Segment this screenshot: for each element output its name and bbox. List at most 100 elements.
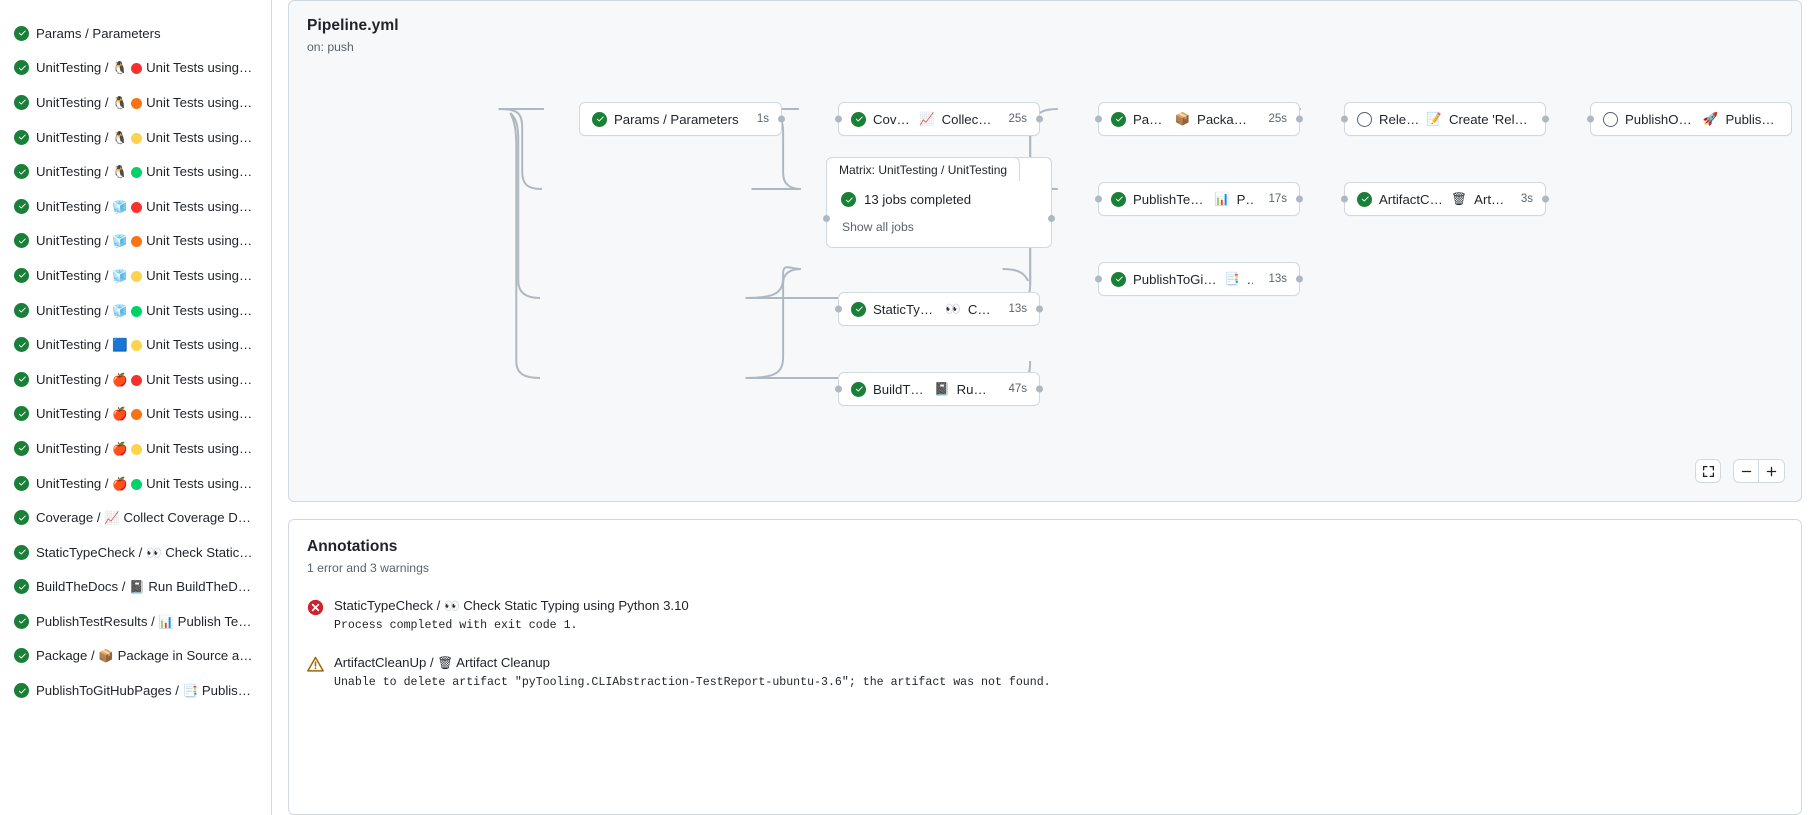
success-icon	[1111, 271, 1126, 287]
matrix-summary-row[interactable]: 13 jobs completed	[823, 192, 1055, 222]
version-dot-icon	[131, 167, 143, 179]
sidebar-job-item[interactable]: UnitTesting / 🟦 Unit Tests using Pyth...	[6, 327, 265, 362]
sidebar-job-item[interactable]: UnitTesting / 🧊 Unit Tests using Pyth...	[6, 224, 265, 259]
sidebar-job-label: UnitTesting / 🍎 Unit Tests using Pyth...	[36, 441, 254, 456]
node-label-2: Chec...	[967, 301, 994, 317]
job-os-icon: 📈	[104, 511, 120, 526]
node-handle-left	[1095, 275, 1102, 283]
sidebar-job-item[interactable]: UnitTesting / 🐧 Unit Tests using Pyth...	[6, 85, 265, 120]
sidebar-job-item[interactable]: Params / Parameters	[6, 16, 265, 51]
sidebar-job-item[interactable]: Coverage / 📈 Collect Coverage Data usi..…	[6, 500, 265, 535]
sidebar-job-item[interactable]: UnitTesting / 🐧 Unit Tests using Pyth...	[6, 154, 265, 189]
sidebar-job-item[interactable]: UnitTesting / 🍎 Unit Tests using Pyth...	[6, 466, 265, 501]
success-icon	[14, 579, 29, 595]
graph-node-publish-test-results[interactable]: PublishTestResults / 📊 Pu... 17s	[1095, 182, 1303, 216]
sidebar-job-item[interactable]: UnitTesting / 🍎 Unit Tests using Pyth...	[6, 362, 265, 397]
job-os-icon: 🐧	[112, 95, 128, 110]
job-step-name: Unit Tests using Pyth...	[146, 129, 254, 145]
graph-node-coverage[interactable]: Coverage / 📈 Collect Cove... 25s	[835, 102, 1043, 136]
job-step-name: Unit Tests using Pyth...	[146, 302, 254, 318]
node-label-2: Package in So...	[1197, 111, 1253, 127]
node-handle-left	[1587, 115, 1594, 123]
annotation-job-icon: 👀	[443, 599, 460, 613]
sidebar-job-item[interactable]: UnitTesting / 🍎 Unit Tests using Pyth...	[6, 397, 265, 432]
job-os-icon: 🧊	[112, 234, 128, 249]
success-icon	[592, 111, 607, 127]
node-label: ArtifactCleanUp /	[1379, 191, 1444, 207]
node-label: PublishToGitHubPages /	[1133, 271, 1217, 287]
node-handle-right	[1296, 195, 1303, 203]
sidebar-job-label: Package / 📦 Package in Source and Wh...	[36, 648, 254, 663]
node-handle-left	[823, 215, 830, 222]
job-step-name: Run BuildTheDocs	[148, 579, 254, 595]
success-icon	[14, 440, 29, 456]
sidebar-job-item[interactable]: UnitTesting / 🐧 Unit Tests using Pyth...	[6, 120, 265, 155]
sidebar-job-item[interactable]: BuildTheDocs / 📓 Run BuildTheDocs	[6, 570, 265, 605]
chart-increasing-icon: 📈	[919, 111, 935, 126]
sidebar-job-item[interactable]: UnitTesting / 🧊 Unit Tests using Pyth...	[6, 189, 265, 224]
rocket-icon: 🚀	[1702, 111, 1719, 126]
matrix-group-unittesting[interactable]: Matrix: UnitTesting / UnitTesting 13 job…	[823, 157, 1055, 248]
success-icon	[851, 301, 866, 317]
job-step-name: Unit Tests using Pyth...	[146, 233, 254, 249]
sidebar-job-item[interactable]: Package / 📦 Package in Source and Wh...	[6, 639, 265, 674]
version-dot-icon	[131, 201, 143, 213]
sidebar-job-item[interactable]: UnitTesting / 🍎 Unit Tests using Pyth...	[6, 431, 265, 466]
graph-node-static-type-check[interactable]: StaticTypeCheck / 👀 Chec... 13s	[835, 292, 1043, 326]
job-name: UnitTesting /	[36, 440, 113, 456]
sidebar-job-label: UnitTesting / 🟦 Unit Tests using Pyth...	[36, 337, 254, 352]
zoom-out-button[interactable]	[1733, 459, 1759, 483]
node-label-2: Artifac...	[1474, 191, 1506, 207]
node-handle-left	[1341, 115, 1348, 123]
sidebar-job-item[interactable]: UnitTesting / 🧊 Unit Tests using Pyth...	[6, 293, 265, 328]
sidebar-job-item[interactable]: UnitTesting / 🧊 Unit Tests using Pyth...	[6, 258, 265, 293]
show-all-jobs-link[interactable]: Show all jobs	[842, 220, 914, 234]
workflow-graph-card: Pipeline.yml on: push	[288, 0, 1802, 502]
version-dot-icon	[131, 478, 143, 490]
sidebar-job-label: UnitTesting / 🧊 Unit Tests using Pyth...	[36, 233, 254, 248]
annotation-item[interactable]: StaticTypeCheck / 👀 Check Static Typing …	[307, 597, 1783, 632]
graph-node-build-the-docs[interactable]: BuildTheDocs / 📓 Run Buil... 47s	[835, 372, 1043, 406]
node-label: Coverage /	[873, 111, 912, 127]
annotation-body: StaticTypeCheck / 👀 Check Static Typing …	[334, 597, 689, 632]
node-duration: 3s	[1520, 193, 1533, 205]
job-name: UnitTesting /	[36, 94, 113, 110]
sidebar-job-item[interactable]: UnitTesting / 🐧 Unit Tests using Pyth...	[6, 51, 265, 86]
graph-node-params[interactable]: Params / Parameters 1s	[579, 102, 785, 136]
job-step-name: Unit Tests using Pyth...	[146, 371, 254, 387]
job-step-name: Unit Tests using Pyth...	[146, 94, 254, 110]
job-step-name: Publish Test Resu...	[177, 613, 254, 629]
graph-node-package[interactable]: Package / 📦 Package in So... 25s	[1095, 102, 1303, 136]
success-icon	[14, 198, 29, 214]
success-icon	[851, 381, 866, 397]
job-name: Params / Parameters	[36, 25, 161, 41]
node-duration: 1s	[756, 113, 769, 125]
job-os-icon: 🍎	[112, 407, 128, 422]
success-icon	[14, 613, 29, 629]
bar-chart-icon: 📊	[1213, 191, 1230, 206]
sidebar-job-label: UnitTesting / 🍎 Unit Tests using Pyth...	[36, 406, 254, 421]
sidebar-job-item[interactable]: StaticTypeCheck / 👀 Check Static Typing.…	[6, 535, 265, 570]
success-icon	[14, 683, 29, 699]
fit-screen-button[interactable]	[1695, 459, 1721, 483]
sidebar-job-label: BuildTheDocs / 📓 Run BuildTheDocs	[36, 579, 254, 594]
graph-node-release[interactable]: Release / 📝 Create 'Release P...	[1341, 102, 1549, 136]
graph-node-publish-to-github-pages[interactable]: PublishToGitHubPages / 📑 ... 13s	[1095, 262, 1303, 296]
sidebar-job-item[interactable]: PublishToGitHubPages / 📑 Publish to G...	[6, 673, 265, 708]
job-step-name: Package in Source and Wh...	[117, 648, 254, 664]
sidebar-job-item[interactable]: PublishTestResults / 📊 Publish Test Resu…	[6, 604, 265, 639]
job-step-name: Unit Tests using Pyth...	[146, 267, 254, 283]
graph-node-artifact-cleanup[interactable]: ArtifactCleanUp / 🗑 Artifac... 3s	[1341, 182, 1549, 216]
job-step-name: Unit Tests using Pyth...	[146, 337, 254, 353]
job-step-name: Unit Tests using Pyth...	[146, 475, 254, 491]
version-dot-icon	[131, 409, 143, 421]
job-name: UnitTesting /	[36, 337, 113, 353]
success-icon	[14, 302, 29, 318]
node-handle-right	[1542, 195, 1549, 203]
job-os-icon: 🐧	[112, 165, 128, 180]
success-icon	[14, 129, 29, 145]
zoom-in-button[interactable]	[1759, 459, 1785, 483]
job-step-name: Unit Tests using Pyth...	[146, 440, 254, 456]
graph-node-publish-on-pypi[interactable]: PublishOnPyPI / 🚀 Publish to ...	[1587, 102, 1792, 136]
